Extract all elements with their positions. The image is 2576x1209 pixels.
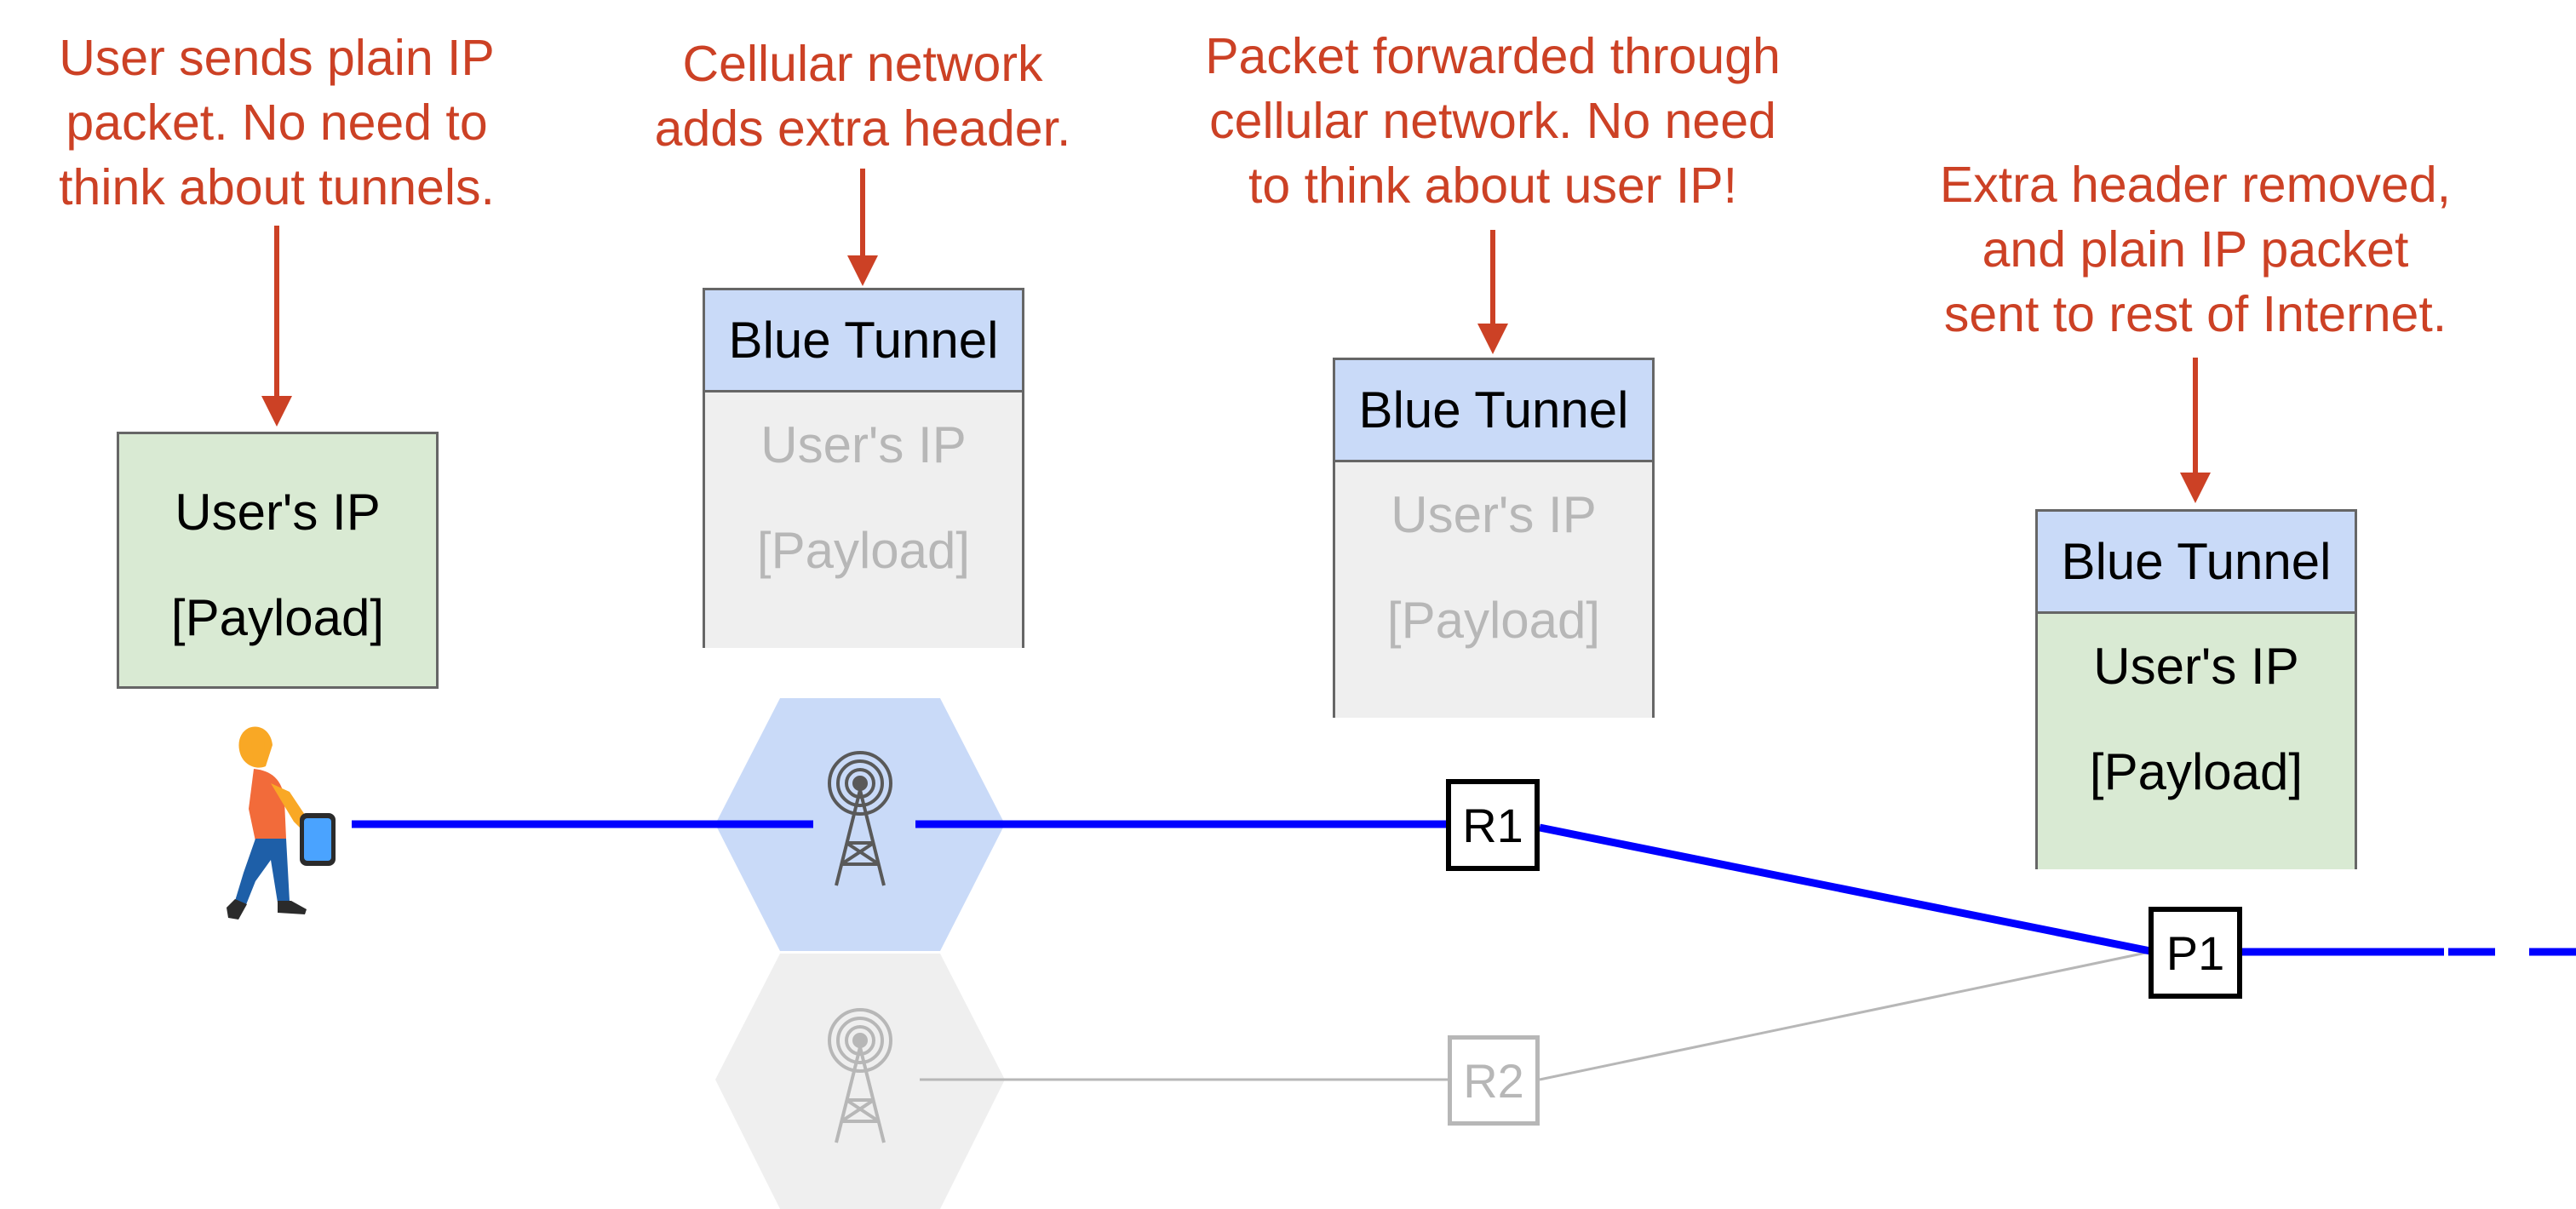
packet-ip-label: User's IP: [760, 416, 967, 473]
tunnel-packet-egress: Blue Tunnel User's IP [Payload]: [2035, 509, 2357, 869]
cell-tower-icon: [828, 1008, 892, 1143]
packet-ip-label: User's IP: [2093, 638, 2299, 695]
packet-payload-label: [Payload]: [1386, 592, 1601, 649]
tunnel-packet-forwarded: Blue Tunnel User's IP [Payload]: [1333, 358, 1655, 718]
tunnel-header: Blue Tunnel: [2038, 512, 2355, 614]
packet-body: User's IP [Payload]: [2038, 614, 2355, 869]
packet-body: User's IP [Payload]: [1335, 462, 1652, 718]
annotation-header-removed: Extra header removed, and plain IP packe…: [1939, 157, 2452, 342]
packet-ip-label: User's IP: [1391, 486, 1597, 543]
user-packet: User's IP [Payload]: [117, 432, 439, 689]
annotation-packet-forwarded: Packet forwarded through cellular networ…: [1205, 28, 1781, 214]
packet-body: User's IP [Payload]: [119, 434, 436, 671]
active-cell: [715, 698, 1005, 951]
router-p1: P1: [2149, 907, 2242, 999]
router-r1: R1: [1446, 779, 1540, 871]
inactive-link-r2-p1: [1539, 950, 2151, 1081]
packet-payload-label: [Payload]: [756, 522, 971, 579]
active-link-r1-p1: [1539, 823, 2151, 955]
cell-tower-icon: [828, 751, 892, 886]
packet-payload-label: [Payload]: [170, 589, 385, 646]
router-r2: R2: [1448, 1035, 1540, 1126]
packet-body: User's IP [Payload]: [705, 392, 1022, 648]
tunnel-header: Blue Tunnel: [1335, 360, 1652, 462]
tunnel-packet-cellular: Blue Tunnel User's IP [Payload]: [703, 288, 1024, 648]
packet-ip-label: User's IP: [175, 484, 381, 541]
tunnel-header: Blue Tunnel: [705, 290, 1022, 392]
annotation-user-sends: User sends plain IP packet. No need to t…: [59, 30, 495, 215]
inactive-cell: [715, 954, 1005, 1209]
annotation-cellular-adds-header: Cellular network adds extra header.: [654, 36, 1071, 157]
person-walking-with-phone-icon: [227, 726, 336, 920]
packet-payload-label: [Payload]: [2089, 743, 2303, 800]
